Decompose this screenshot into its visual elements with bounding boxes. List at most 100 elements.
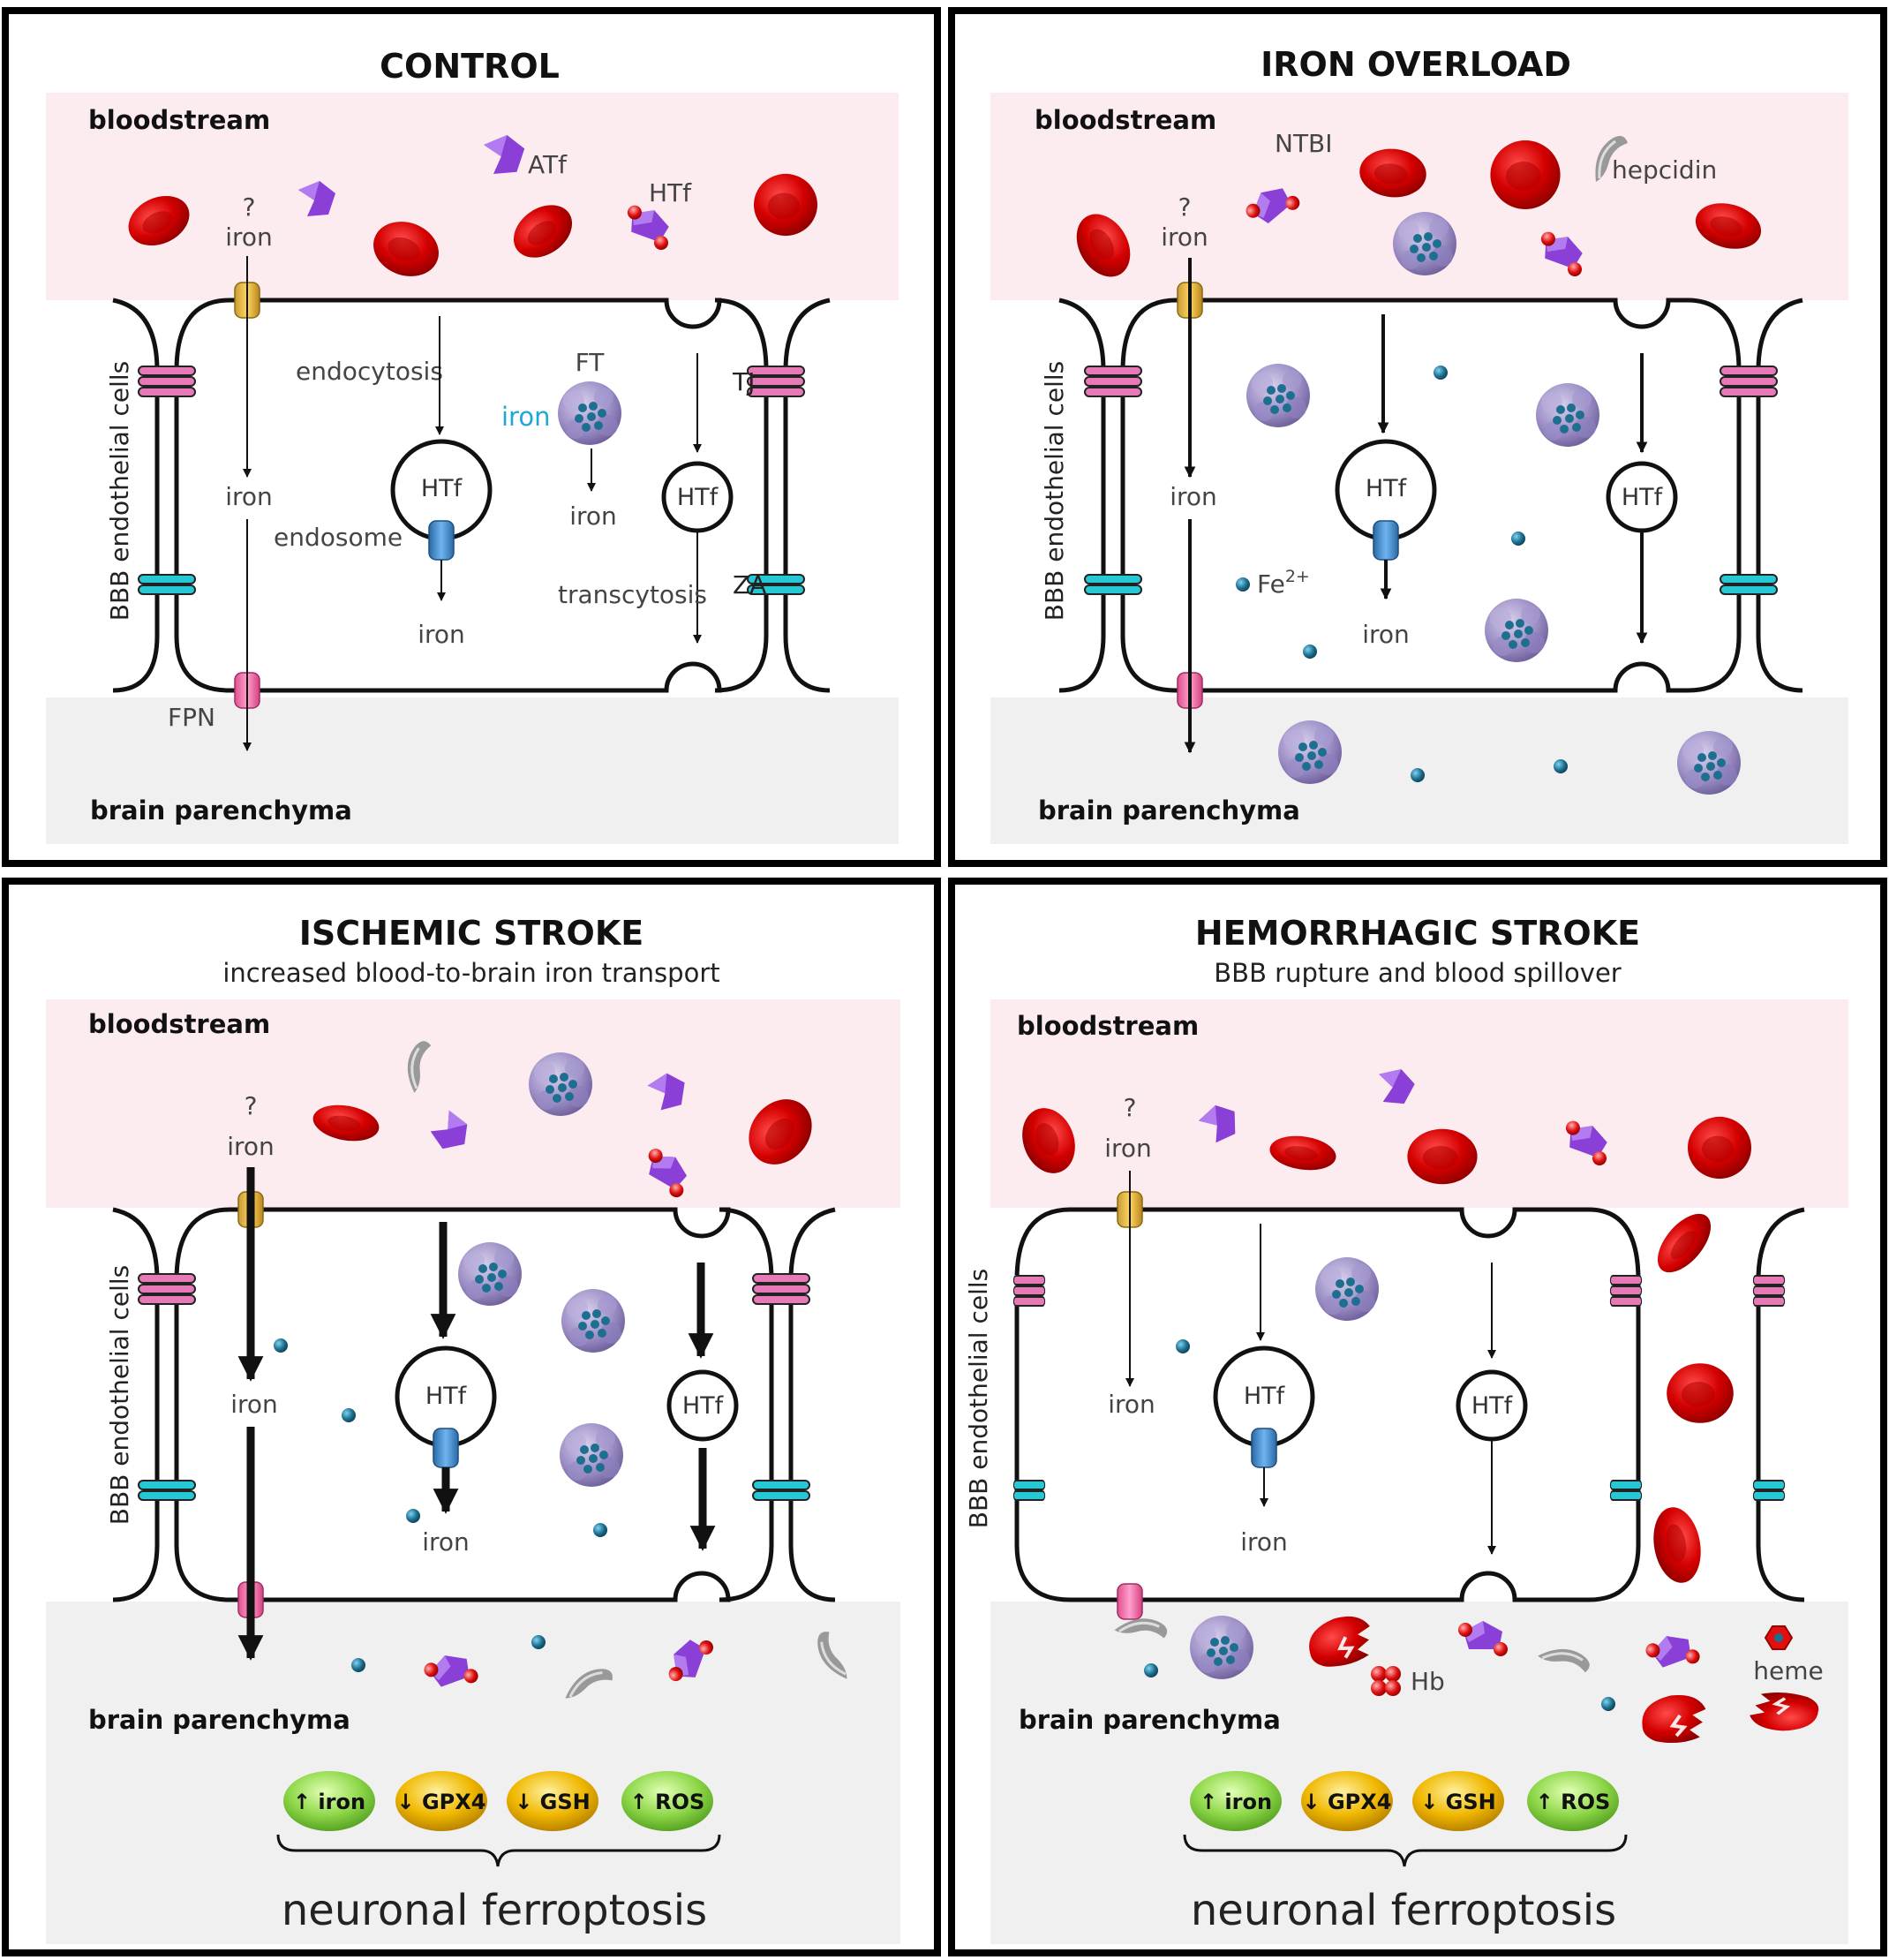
endocytosis-label: endocytosis [296,357,443,386]
tight-junction-far-right [1752,1275,1786,1307]
ferritin-icon [1315,1257,1379,1321]
cell-interior [1755,1208,1848,1602]
panel-hemorrhagic-frame [948,878,1887,1956]
iron-label: iron [1108,1390,1155,1419]
ferroportin-icon [1117,1583,1143,1620]
pill-label: ↑ ROS [1536,1790,1611,1814]
pill-label: ↑ iron [293,1790,365,1814]
endosome-channel-icon [433,1428,459,1468]
iron-label: iron [569,501,617,531]
panel-ischemic-frame [2,878,941,1956]
iron-dot [1303,645,1317,659]
panel-ischemic: ISCHEMIC STROKE increased blood-to-brain… [46,914,900,1944]
red-blood-cell [1647,1204,1721,1282]
red-blood-cell [754,173,817,237]
iron-label: iron [1161,222,1208,252]
htf-endosome-label: HTf [421,475,463,502]
brace [1183,1834,1628,1867]
ferritin-icon [529,1052,592,1116]
question-label: ? [245,1091,258,1120]
question-label: ? [1124,1093,1137,1122]
iron-label: iron [1104,1134,1152,1163]
tight-junction-right [752,1273,810,1305]
htf-endosome-label: HTf [1366,475,1408,502]
zonula-adherens-right [752,1480,810,1501]
zonula-adherens-left [138,1480,196,1501]
endosome-label: endosome [274,523,403,552]
heme-label: heme [1753,1656,1823,1685]
iron-dot [1601,1697,1615,1711]
tight-junction-left [138,1273,196,1305]
iron-label: iron [418,620,465,649]
ferritin-icon [1677,731,1741,795]
brain-parenchyma-region [46,697,899,844]
iron-dot [274,1338,288,1353]
tj-label: TJ [732,367,755,396]
question-label: ? [1178,192,1192,222]
zonula-adherens-right [1609,1480,1643,1501]
endosome-channel-icon [1251,1428,1277,1468]
panel-title: IRON OVERLOAD [1261,45,1571,84]
iron-dot [342,1408,356,1422]
marker-pill [283,1771,375,1831]
za-label: ZA [733,570,766,599]
red-blood-cell [1407,1128,1478,1185]
iron-label: iron [227,1132,275,1161]
iron-dot [351,1658,365,1672]
cells-label: BBB endothelial cells [105,361,134,622]
panel-title: ISCHEMIC STROKE [299,914,643,953]
zonula-adherens-far-right [1752,1480,1786,1501]
fe-label: Fe2+ [1257,567,1310,599]
iron-dot [531,1635,546,1649]
transcytosis-vesicle [1606,461,1678,533]
iron-dot [1411,768,1425,782]
iron-dot [1144,1663,1158,1677]
pill-label: ↑ iron [1200,1790,1272,1814]
ferritin-icon [561,1289,625,1353]
question-label: ? [243,192,256,222]
red-blood-cell [1490,140,1561,209]
zonula-adherens-left [1012,1480,1046,1501]
outcome-label: neuronal ferroptosis [282,1886,707,1935]
red-blood-cell [1688,1116,1751,1180]
atf-label: ATf [528,150,568,179]
iron-dot [1511,531,1525,546]
brain-parenchyma-label: brain parenchyma [1019,1705,1281,1735]
marker-pill [507,1771,598,1831]
iron-dot [1176,1339,1190,1353]
fe-text: Fe [1257,569,1285,599]
brain-parenchyma-label: brain parenchyma [90,795,352,825]
tight-junction-right [1720,366,1778,397]
transcytosis-vesicle [661,461,734,533]
panel-subtitle: increased blood-to-brain iron transport [222,958,719,988]
brain-parenchyma-region [990,1602,1848,1944]
outcome-label: neuronal ferroptosis [1191,1886,1616,1935]
marker-pill [395,1771,487,1831]
ferritin-icon [1393,212,1456,275]
bloodstream-label: bloodstream [1035,105,1216,135]
ferroptosis-markers: ↑ iron ↓ GPX4 ↓ GSH ↑ ROS neuronal ferro… [1183,1771,1628,1935]
brain-parenchyma-label: brain parenchyma [1038,795,1300,825]
panel-title: CONTROL [380,47,560,86]
hb-label: Hb [1411,1667,1445,1696]
iron-label: iron [1170,482,1217,511]
panel-overload-frame [948,7,1887,867]
iron-dot [1236,577,1250,592]
panel-subtitle: BBB rupture and blood spillover [1214,958,1622,988]
htf-label: HTf [1622,484,1664,511]
ntbi-label: NTBI [1275,129,1333,158]
tight-junction-left [1012,1275,1046,1307]
ferroptosis-markers: ↑ iron ↓ GPX4 ↓ GSH ↑ ROS neuronal ferro… [276,1771,721,1935]
marker-pill [1412,1771,1504,1831]
marker-pill [621,1771,713,1831]
iron-dot [1434,366,1448,380]
iron-label: iron [1362,620,1410,649]
iron-label: iron [230,1390,278,1419]
tight-junction-left [1084,366,1142,397]
htf-label: HTf [649,178,692,207]
red-blood-cell [1647,1503,1707,1587]
ft-label: FT [576,348,606,377]
red-blood-cell [1667,1363,1734,1423]
ferritin-icon [1485,599,1548,662]
htf-label: HTf [682,1392,725,1420]
